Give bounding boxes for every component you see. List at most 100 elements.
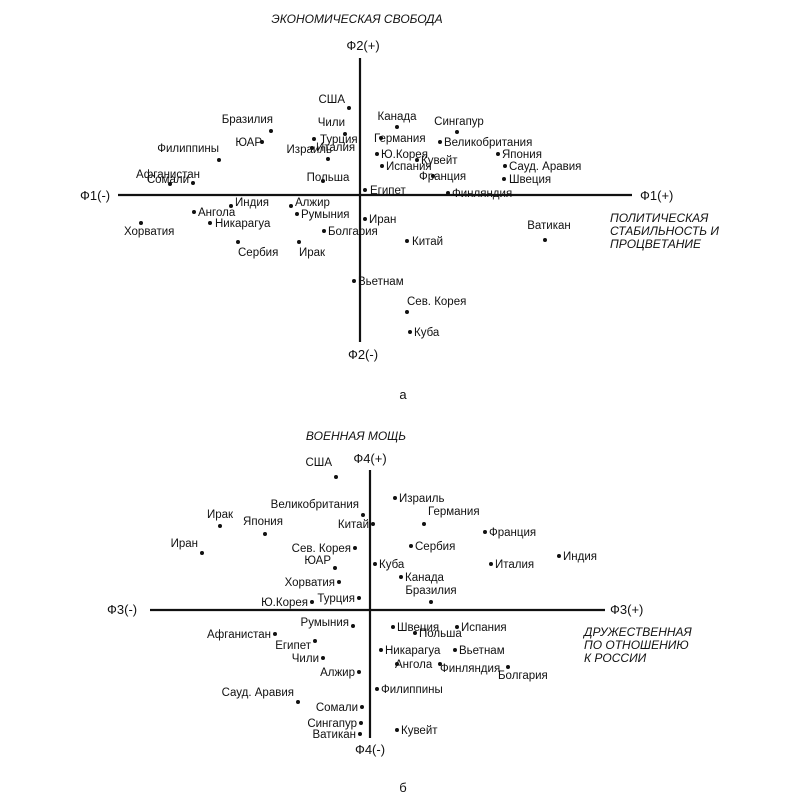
panel-b-point-кувейт: [395, 728, 399, 732]
panel-a-point-польша: [321, 179, 325, 183]
panel-b-point-label-хорватия: Хорватия: [285, 577, 335, 589]
panel-a-point-label-япония: Япония: [502, 149, 542, 161]
panel-b-point-label-китай: Китай: [338, 519, 369, 531]
panel-b-point-юар: [333, 566, 337, 570]
panel-b-x-caption-3: К РОССИИ: [584, 651, 647, 665]
panel-a-sub-label: а: [399, 387, 407, 402]
panel-b-point-label-сев-корея: Сев. Корея: [292, 543, 351, 555]
panel-a-point-label-вьетнам: Вьетнам: [358, 276, 404, 288]
panel-b-point-label-сомали: Сомали: [316, 702, 358, 714]
panel-a-point-юар: [260, 140, 264, 144]
panel-b-point-label-ирак: Ирак: [207, 509, 234, 521]
panel-a-x-caption-3: ПРОЦВЕТАНИЕ: [610, 237, 702, 251]
panel-a-point-label-индия: Индия: [235, 197, 269, 209]
panel-a-point-индия: [229, 204, 233, 208]
panel-a-point-чили: [343, 132, 347, 136]
panel-b-point-ю-корея: [310, 600, 314, 604]
panel-a-point-label-канада: Канада: [378, 111, 418, 123]
panel-b-point-label-алжир: Алжир: [320, 667, 355, 679]
panel-a-point-label-сша: США: [318, 94, 345, 106]
panel-b-point-алжир: [357, 670, 361, 674]
panel-b-x-neg-label: Ф3(-): [107, 602, 137, 617]
panel-a-point-label-израиль: Израиль: [287, 144, 332, 156]
panel-a-point-хорватия: [139, 221, 143, 225]
panel-b-point-вьетнам: [453, 648, 457, 652]
panel-a-point-label-филиппины: Филиппины: [157, 143, 219, 155]
panel-a-point-label-бразилия: Бразилия: [222, 114, 273, 126]
panel-b-point-сомали: [360, 705, 364, 709]
panel-b-y-pos-label: Ф4(+): [353, 451, 386, 466]
panel-a-point-label-болгария: Болгария: [328, 226, 378, 238]
panel-a-point-филиппины: [217, 158, 221, 162]
panel-a-point-израиль: [326, 157, 330, 161]
panel-b-point-чили: [321, 656, 325, 660]
panel-b-point-label-франция: Франция: [489, 527, 536, 539]
panel-b-point-label-чили: Чили: [292, 653, 319, 665]
panel-b-title: ВОЕННАЯ МОЩЬ: [306, 429, 406, 443]
panel-a-point-label-финляндия: Финляндия: [452, 188, 512, 200]
panel-a-point-китай: [405, 239, 409, 243]
panel-a-point-label-польша: Польша: [307, 172, 350, 184]
panel-b-point-ирак: [218, 524, 222, 528]
panel-a-point-япония: [496, 152, 500, 156]
panel-a-point-label-куба: Куба: [414, 327, 440, 339]
panel-b-point-label-япония: Япония: [243, 516, 283, 528]
panel-b-point-label-кувейт: Кувейт: [401, 725, 438, 737]
panel-a-point-label-франция: Франция: [419, 171, 466, 183]
panel-a-point-label-китай: Китай: [412, 236, 443, 248]
panel-a-point-болгария: [322, 229, 326, 233]
panel-a-point-label-швеция: Швеция: [509, 174, 551, 186]
panel-b-point-label-финляндия: Финляндия: [440, 663, 500, 675]
panel-b-point-label-индия: Индия: [563, 551, 597, 563]
panel-b-points: СШАИзраильВеликобританияГерманияИракКита…: [171, 457, 597, 741]
panel-b-point-индия: [557, 554, 561, 558]
panel-b-point-швеция: [391, 625, 395, 629]
panel-b-point-label-афганистан: Афганистан: [207, 629, 271, 641]
panel-a-point-кувейт: [415, 158, 419, 162]
panel-a-point-label-сев-корея: Сев. Корея: [407, 296, 466, 308]
panel-a-point-label-ю-корея: Ю.Корея: [381, 149, 428, 161]
panel-b-point-болгария: [506, 665, 510, 669]
panel-a-point-финляндия: [446, 191, 450, 195]
panel-b-point-label-ангола: Ангола: [395, 659, 433, 671]
panel-b-point-label-великобритания: Великобритания: [271, 499, 359, 511]
panel-a-point-куба: [408, 330, 412, 334]
panel-b-point-label-ватикан: Ватикан: [312, 729, 356, 741]
panel-b-point-сауд-аравия: [296, 700, 300, 704]
panel-a-point-label-великобритания: Великобритания: [444, 137, 532, 149]
panel-b-point-сша: [334, 475, 338, 479]
panel-b-point-япония: [263, 532, 267, 536]
panel-a-point-испания: [380, 164, 384, 168]
panel-b-point-label-румыния: Румыния: [301, 617, 349, 629]
panel-a-point-сауд-аравия: [503, 164, 507, 168]
panel-a-point-сингапур: [455, 130, 459, 134]
panel-a-y-neg-label: Ф2(-): [348, 347, 378, 362]
panel-b-point-label-никарагуа: Никарагуа: [385, 645, 441, 657]
panel-b-point-label-иран: Иран: [171, 538, 198, 550]
panel-a-point-алжир: [289, 204, 293, 208]
panel-b-point-label-испания: Испания: [461, 622, 507, 634]
panel-b-point-label-сауд-аравия: Сауд. Аравия: [222, 687, 294, 699]
panel-b-point-label-швеция: Швеция: [397, 622, 439, 634]
panel-b-point-франция: [483, 530, 487, 534]
panel-b: ВОЕННАЯ МОЩЬ Ф4(+) Ф4(-) Ф3(-) Ф3(+) ДРУ…: [107, 429, 693, 795]
panel-b-sub-label: б: [399, 780, 406, 795]
panel-b-point-румыния: [351, 624, 355, 628]
panel-b-point-хорватия: [337, 580, 341, 584]
panel-b-point-испания: [455, 625, 459, 629]
panel-a-point-label-сомали: Сомали: [147, 174, 189, 186]
panel-b-point-сев-корея: [353, 546, 357, 550]
panel-a-point-египет: [363, 188, 367, 192]
panel-a-point-афганистан: [168, 182, 172, 186]
panel-a-point-label-иран: Иран: [369, 214, 396, 226]
panel-b-point-label-сша: США: [305, 457, 332, 469]
panel-a-x-pos-label: Ф1(+): [640, 188, 673, 203]
panel-a-point-иран: [363, 217, 367, 221]
panel-b-point-польша: [413, 631, 417, 635]
panel-a-point-вьетнам: [352, 279, 356, 283]
panel-a-point-сев-корея: [405, 310, 409, 314]
panel-a-point-label-румыния: Румыния: [301, 209, 349, 221]
panel-b-point-бразилия: [429, 600, 433, 604]
panel-b-point-турция: [357, 596, 361, 600]
panel-a-point-ю-корея: [375, 152, 379, 156]
